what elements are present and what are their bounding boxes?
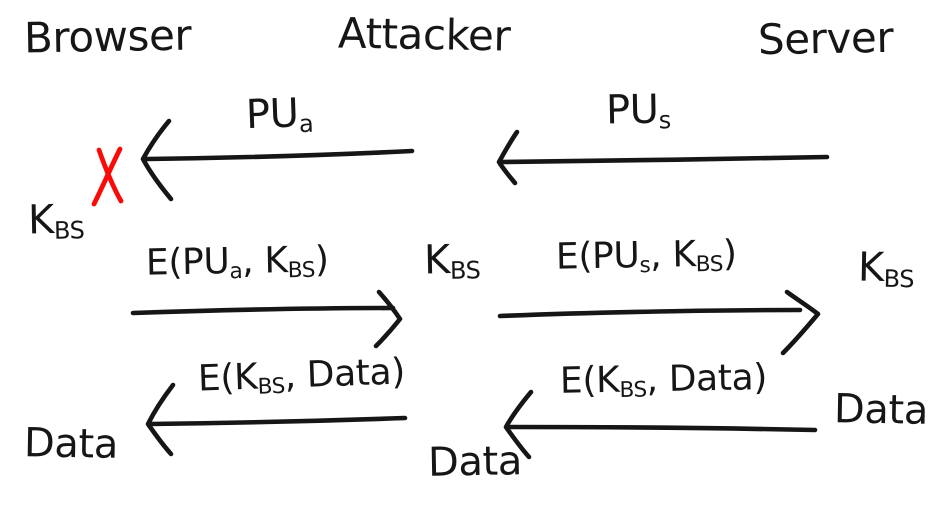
label-subscript: BS xyxy=(883,264,915,294)
label-part: E(K xyxy=(197,356,259,400)
message-pua-label: PUa xyxy=(245,90,314,139)
arrow-server-to-attacker-edata xyxy=(503,389,818,460)
key-kbs-browser-label: KBS xyxy=(27,197,85,245)
label-part: ) xyxy=(314,239,329,281)
label-subscript: BS xyxy=(287,257,316,284)
label-part: PU xyxy=(605,86,659,134)
label-subscript: BS xyxy=(449,256,481,285)
actor-server-label: Server xyxy=(757,12,894,65)
label-part: PU xyxy=(245,90,300,139)
data-server-label: Data xyxy=(833,386,929,434)
label-subscript: BS xyxy=(695,251,724,278)
label-subscript: s xyxy=(639,253,651,279)
actor-browser-label: Browser xyxy=(23,10,192,63)
label-subscript: BS xyxy=(257,373,286,400)
label-part: K xyxy=(27,197,55,244)
label-subscript: BS xyxy=(53,216,85,245)
data-attacker-label: Data xyxy=(427,438,523,486)
label-subscript: BS xyxy=(619,377,647,403)
message-ekbs-data-browser-label: E(KBS, Data) xyxy=(197,351,406,400)
arrow-attacker-to-server-epus xyxy=(497,289,821,356)
label-part: E(K xyxy=(559,359,620,402)
arrow-server-to-attacker-pus xyxy=(496,129,830,186)
label-part: , K xyxy=(241,240,288,282)
label-part: , K xyxy=(649,234,696,276)
message-epua-kbs-label: E(PUa, KBS) xyxy=(145,239,329,285)
label-part: , Data) xyxy=(283,351,406,397)
message-pus-label: PUs xyxy=(605,86,672,135)
label-subscript: a xyxy=(298,109,314,139)
arrow-attacker-to-browser-edata xyxy=(145,382,408,457)
arrow-attacker-to-browser-pua xyxy=(140,118,415,202)
label-part: E(PU xyxy=(145,241,230,284)
label-part: , Data) xyxy=(646,357,768,401)
key-kbs-attacker-label: KBS xyxy=(423,237,481,285)
label-part: E(PU xyxy=(555,235,640,278)
label-part: K xyxy=(423,237,451,284)
data-browser-label: Data xyxy=(23,420,119,468)
arrow-browser-to-attacker-epua xyxy=(130,289,403,349)
rejected-x-mark xyxy=(91,146,124,207)
message-ekbs-data-attacker-label: E(KBS, Data) xyxy=(559,357,768,403)
label-subscript: a xyxy=(229,259,243,285)
label-part: K xyxy=(857,244,885,291)
label-subscript: s xyxy=(658,106,672,135)
key-kbs-server-label: KBS xyxy=(857,244,915,294)
label-part: ) xyxy=(722,233,737,275)
actor-attacker-label: Attacker xyxy=(337,8,511,61)
message-epus-kbs-label: E(PUs, KBS) xyxy=(555,233,737,279)
